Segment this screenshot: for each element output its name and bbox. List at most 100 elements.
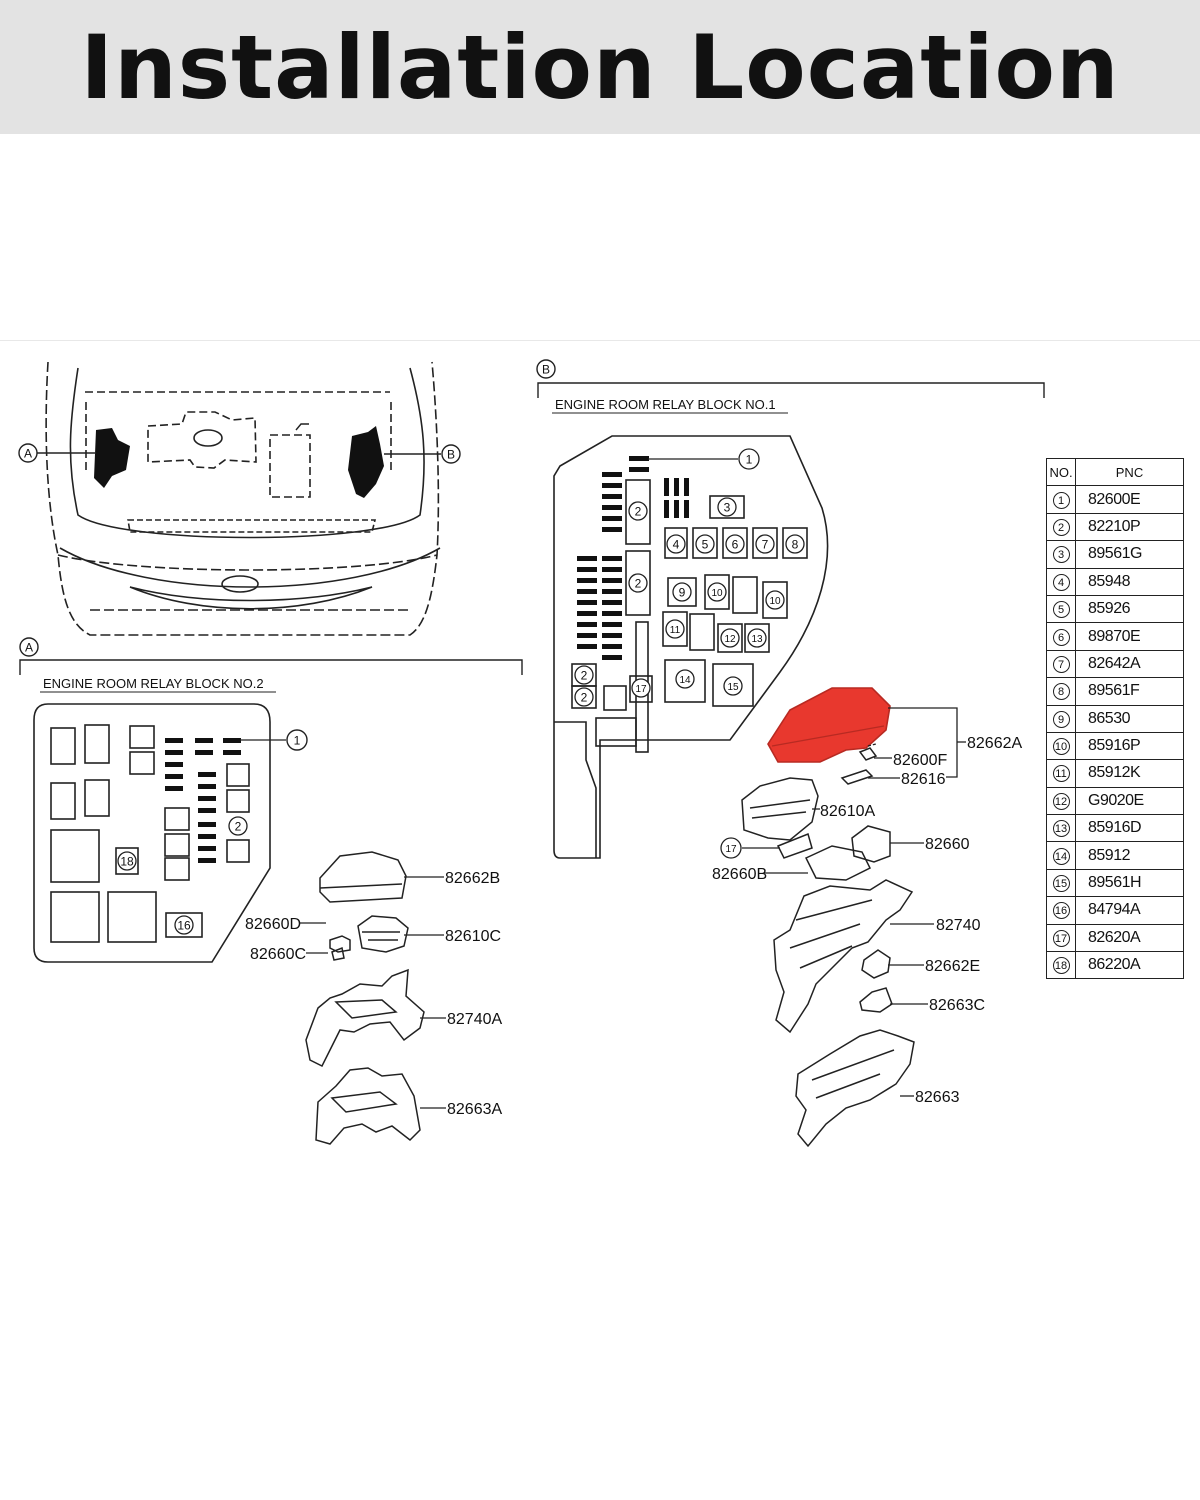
row-no: 16: [1046, 896, 1076, 925]
svg-text:18: 18: [120, 855, 134, 869]
svg-text:A: A: [24, 447, 32, 461]
part-82660D: 82660D: [245, 916, 301, 933]
row-pnc: 89561G: [1075, 540, 1184, 569]
part-82662A: 82662A: [967, 735, 1022, 752]
row-pnc: 82210P: [1075, 512, 1184, 542]
svg-text:B: B: [542, 363, 550, 377]
view-marker-a: A: [18, 443, 38, 463]
header-no: NO.: [1046, 457, 1076, 487]
callout-b-10: 10: [711, 588, 723, 599]
part-82610C: 82610C: [445, 928, 501, 945]
callout-a-1: 1: [286, 729, 308, 751]
row-pnc: 82600E: [1075, 485, 1184, 514]
part-82662B: 82662B: [445, 870, 500, 887]
part-82663A: 82663A: [447, 1101, 502, 1118]
highlighted-cover-82662A: [767, 687, 891, 763]
part-82660: 82660: [925, 836, 970, 853]
row-pnc: 82620A: [1075, 923, 1184, 953]
relay-block-markers: [94, 426, 384, 498]
callout-a-18: 18: [117, 851, 137, 871]
callout-b-2: 2: [581, 691, 588, 705]
callout-a-2: 2: [228, 816, 248, 836]
view-marker-b: B: [441, 444, 461, 464]
row-pnc: 89561F: [1075, 677, 1184, 706]
callout-b-10: 10: [769, 596, 781, 607]
fuse-bars-b: [577, 456, 689, 660]
row-no: 5: [1046, 594, 1076, 624]
divider: [0, 340, 1200, 341]
callout-b-9: 9: [679, 586, 686, 600]
block-b-section-header: B ENGINE ROOM RELAY BLOCK NO.1: [536, 359, 1045, 414]
row-no: 2: [1046, 512, 1076, 542]
block-b-title: ENGINE ROOM RELAY BLOCK NO.1: [555, 397, 776, 412]
row-no: 13: [1046, 814, 1076, 843]
row-pnc: 89870E: [1075, 622, 1184, 651]
row-no: 17: [1046, 923, 1076, 953]
row-pnc: 85916D: [1075, 814, 1184, 843]
row-no: 4: [1046, 567, 1076, 596]
row-pnc: 85912K: [1075, 759, 1184, 788]
part-82660C: 82660C: [250, 946, 306, 963]
svg-text:2: 2: [235, 820, 242, 834]
row-pnc: 84794A: [1075, 896, 1184, 925]
exploded-parts-b: [741, 747, 915, 1148]
row-no: 8: [1046, 677, 1076, 706]
row-no: 9: [1046, 704, 1076, 733]
svg-text:17: 17: [725, 844, 737, 855]
callout-b-3: 3: [724, 501, 731, 515]
row-pnc: 85912: [1075, 841, 1184, 870]
svg-text:B: B: [447, 448, 455, 462]
row-pnc: 85926: [1075, 594, 1184, 624]
row-pnc: 86530: [1075, 704, 1184, 733]
callout-b-17: 17: [635, 684, 647, 695]
block-b-callouts: [574, 448, 805, 707]
block-a-title: ENGINE ROOM RELAY BLOCK NO.2: [43, 676, 264, 691]
row-pnc: 82642A: [1075, 649, 1184, 679]
row-pnc: 85948: [1075, 567, 1184, 596]
fuse-bars-a: [165, 738, 241, 863]
callout-b-12: 12: [724, 634, 736, 645]
vehicle-engine-bay: [45, 361, 441, 636]
callout-b-14: 14: [679, 675, 691, 686]
part-82610A: 82610A: [820, 803, 875, 820]
table-header-row: NO. PNC: [1046, 457, 1184, 487]
callout-b-6: 6: [732, 538, 739, 552]
row-no: 3: [1046, 540, 1076, 569]
relay-block-no2-layout: [33, 703, 271, 963]
part-82740: 82740: [936, 917, 981, 934]
part-82616: 82616: [901, 771, 946, 788]
header-pnc: PNC: [1075, 457, 1184, 487]
callout-b-8: 8: [792, 538, 799, 552]
row-no: 12: [1046, 786, 1076, 816]
row-pnc: G9020E: [1075, 786, 1184, 816]
svg-text:A: A: [25, 641, 33, 655]
callout-b-11: 11: [670, 625, 681, 636]
row-no: 11: [1046, 759, 1076, 788]
part-82600F: 82600F: [893, 752, 947, 769]
part-82663: 82663: [915, 1089, 960, 1106]
callout-b-2: 2: [635, 505, 642, 519]
callout-b-2: 2: [581, 669, 588, 683]
callout-b-4: 4: [673, 538, 680, 552]
row-no: 1: [1046, 485, 1076, 514]
row-no: 10: [1046, 731, 1076, 761]
callout-b-13: 13: [751, 634, 763, 645]
callout-b-7: 7: [762, 538, 769, 552]
row-no: 14: [1046, 841, 1076, 870]
callout-b-2: 2: [635, 577, 642, 591]
block-a-section-header: A ENGINE ROOM RELAY BLOCK NO.2: [19, 637, 523, 693]
